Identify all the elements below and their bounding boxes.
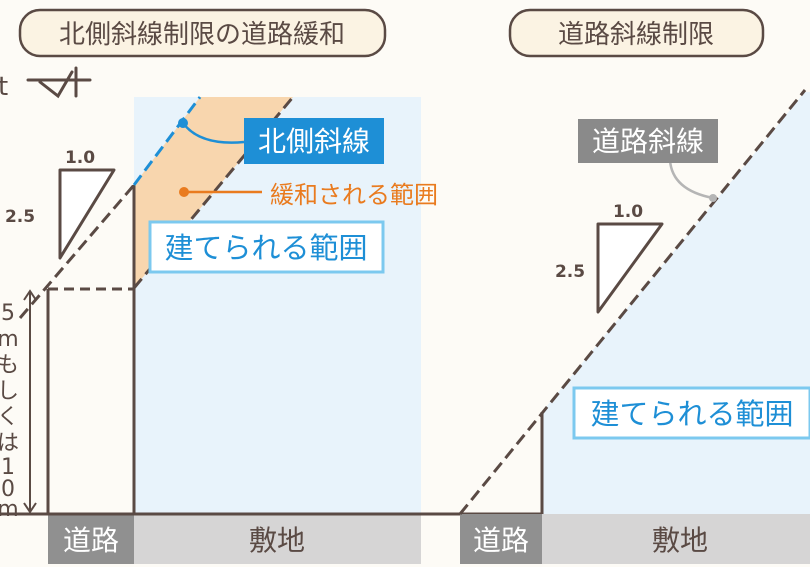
- left-title: 北側斜線制限の道路緩和: [59, 20, 345, 50]
- right-road-strip: [460, 514, 542, 564]
- left-road-strip: [48, 514, 134, 564]
- height-char: 5: [1, 301, 15, 326]
- left-north-slope-label: 北側斜線: [258, 125, 370, 158]
- height-char: m: [0, 497, 19, 522]
- right-ratio-v: 2.5: [555, 262, 585, 282]
- left-ratio-triangle: [58, 168, 116, 260]
- left-site-label: 敷地: [249, 524, 305, 557]
- left-height-arrow-top: [23, 289, 37, 301]
- right-site-strip: [542, 514, 810, 564]
- left-north-slope-line: [132, 96, 202, 186]
- right-ratio-triangle: [596, 222, 664, 314]
- left-original-slope: [18, 184, 136, 319]
- left-height-arrow-bottom: [23, 502, 37, 514]
- right-road-label: 道路: [473, 524, 529, 557]
- height-char: 0: [1, 477, 15, 502]
- left-title-box: [18, 8, 387, 58]
- left-relaxed-label: 緩和される範囲: [270, 181, 438, 209]
- north-arrow-icon: [26, 66, 92, 99]
- right-slope-leader: [668, 159, 714, 200]
- right-road-slope-line: [458, 89, 807, 515]
- height-char: し: [0, 379, 19, 404]
- left-ratio-v: 2.5: [5, 207, 35, 227]
- left-corner-fragment: t: [0, 72, 8, 102]
- right-slope-badge: [578, 119, 718, 163]
- left-buildable-box: [148, 220, 385, 274]
- right-buildable-box: [572, 386, 810, 440]
- left-ratio-h: 1.0: [65, 148, 95, 168]
- right-site-label: 敷地: [652, 524, 708, 557]
- right-buildable-label: 建てられる範囲: [590, 397, 793, 431]
- height-char: m: [0, 327, 19, 352]
- right-slope-label: 道路斜線: [592, 125, 704, 158]
- left-north-slope-leader: [181, 122, 245, 144]
- right-title-box: [508, 8, 765, 58]
- height-char: 1: [1, 455, 15, 480]
- right-ratio-h: 1.0: [613, 202, 643, 222]
- left-road-blank: [48, 289, 134, 514]
- left-buildable-label: 建てられる範囲: [164, 231, 367, 265]
- height-char: く: [0, 405, 19, 430]
- height-char: は: [0, 431, 19, 456]
- left-north-slope-badge: [244, 118, 384, 164]
- height-char: も: [0, 353, 19, 378]
- right-title: 道路斜線制限: [558, 20, 714, 50]
- left-site-strip: [134, 514, 421, 564]
- left-road-label: 道路: [63, 524, 119, 557]
- left-height-text: 5 m も し く は 1 0 m: [0, 301, 19, 522]
